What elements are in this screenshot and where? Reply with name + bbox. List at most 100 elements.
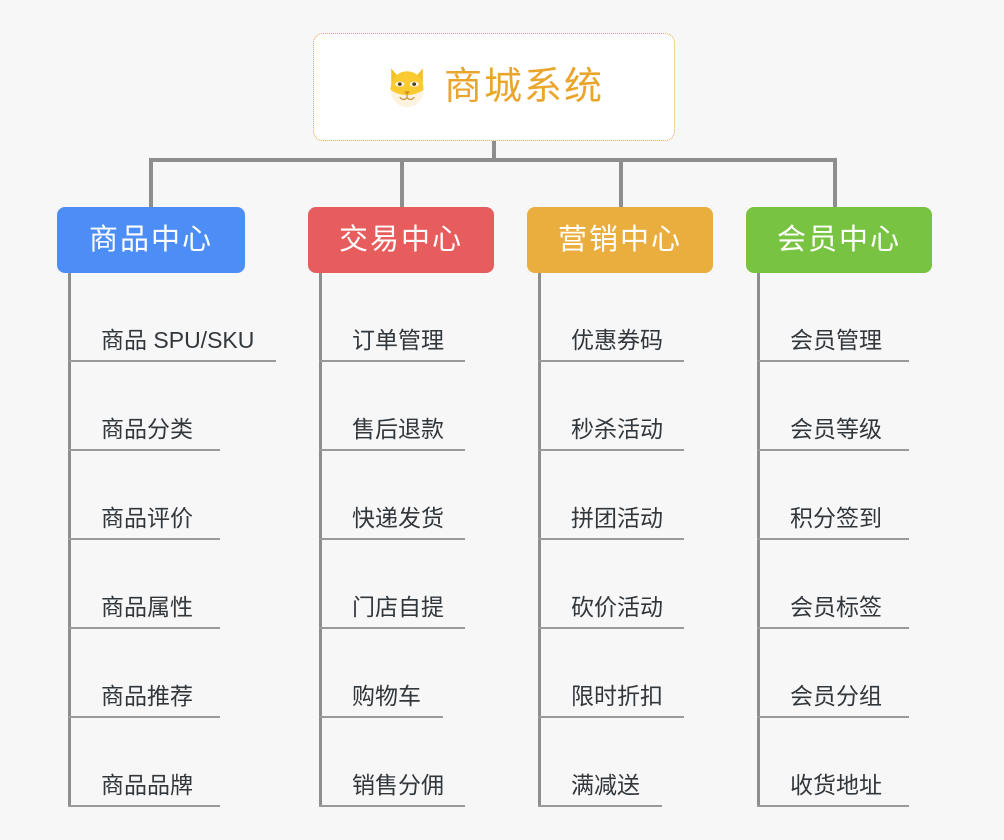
leaf-item[interactable]: 积分签到 [746,451,932,540]
category-box-0[interactable]: 商品中心 [57,207,245,273]
root-node[interactable]: 商城系统 [313,33,675,141]
column-0: 商品中心商品 SPU/SKU 商品分类商品评价商品属性商品推荐商品品牌 [57,207,276,807]
leaf-underline [68,805,220,807]
leaf-item[interactable]: 会员分组 [746,629,932,718]
leaf-list-2: 优惠券码秒杀活动拼团活动砍价活动限时折扣满减送 [527,273,713,807]
leaf-item[interactable]: 快递发货 [308,451,494,540]
category-label: 会员中心 [776,223,901,256]
leaf-item[interactable]: 拼团活动 [527,451,713,540]
leaf-item[interactable]: 会员等级 [746,362,932,451]
connector-drop-0 [149,158,153,208]
leaf-underline [319,627,465,629]
leaf-underline [757,627,909,629]
column-1: 交易中心订单管理售后退款快递发货门店自提购物车销售分佣 [308,207,494,807]
column-3: 会员中心会员管理会员等级积分签到会员标签会员分组收货地址 [746,207,932,807]
leaf-label: 订单管理 [352,327,444,353]
leaf-underline [538,805,662,807]
leaf-underline [68,449,220,451]
leaf-label: 优惠券码 [571,327,663,353]
leaf-item[interactable]: 会员管理 [746,273,932,362]
spine-0 [68,273,71,807]
leaf-item[interactable]: 售后退款 [308,362,494,451]
leaf-label: 销售分佣 [352,772,444,798]
category-label: 交易中心 [338,223,463,256]
leaf-label: 购物车 [352,683,421,709]
leaf-item[interactable]: 订单管理 [308,273,494,362]
leaf-label: 快递发货 [352,505,444,531]
category-box-3[interactable]: 会员中心 [746,207,932,273]
leaf-underline [319,449,465,451]
connector-drop-2 [619,158,623,208]
leaf-item[interactable]: 商品评价 [57,451,245,540]
leaf-item[interactable]: 优惠券码 [527,273,713,362]
column-2: 营销中心优惠券码秒杀活动拼团活动砍价活动限时折扣满减送 [527,207,713,807]
leaf-label: 商品属性 [101,594,193,620]
leaf-label: 商品推荐 [101,683,193,709]
category-box-2[interactable]: 营销中心 [527,207,713,273]
leaf-label: 会员管理 [790,327,882,353]
category-label: 营销中心 [557,223,682,256]
leaf-underline [319,716,443,718]
leaf-item[interactable]: 商品分类 [57,362,245,451]
leaf-label: 拼团活动 [571,505,663,531]
leaf-label: 门店自提 [352,594,444,620]
leaf-label: 收货地址 [790,772,882,798]
leaf-underline [68,716,220,718]
leaf-label: 商品分类 [101,416,193,442]
leaf-underline [757,716,909,718]
leaf-list-0: 商品 SPU/SKU 商品分类商品评价商品属性商品推荐商品品牌 [57,273,276,807]
spine-2 [538,273,541,807]
shiba-dog-icon [390,68,424,108]
leaf-label: 会员标签 [790,594,882,620]
leaf-label: 会员分组 [790,683,882,709]
root-title: 商城系统 [443,66,604,108]
leaf-label: 商品评价 [101,505,193,531]
leaf-label: 售后退款 [352,416,444,442]
leaf-item[interactable]: 门店自提 [308,540,494,629]
leaf-item[interactable]: 商品品牌 [57,718,245,807]
leaf-label: 限时折扣 [571,683,663,709]
leaf-underline [538,627,684,629]
leaf-item[interactable]: 满减送 [527,718,713,807]
connector-drop-3 [833,158,837,208]
leaf-label: 商品 SPU/SKU [101,327,255,353]
leaf-underline [538,449,684,451]
leaf-item[interactable]: 商品属性 [57,540,245,629]
leaf-underline [319,805,465,807]
leaf-label: 秒杀活动 [571,416,663,442]
leaf-item[interactable]: 商品 SPU/SKU [57,273,276,362]
leaf-label: 砍价活动 [571,594,663,620]
category-box-1[interactable]: 交易中心 [308,207,494,273]
connector-drop-1 [400,158,404,208]
leaf-item[interactable]: 销售分佣 [308,718,494,807]
leaf-label: 会员等级 [790,416,882,442]
leaf-underline [757,449,909,451]
leaf-underline [757,360,909,362]
connector-bus-bar [149,158,835,162]
leaf-label: 满减送 [571,772,640,798]
leaf-underline [319,538,465,540]
leaf-item[interactable]: 购物车 [308,629,494,718]
leaf-label: 积分签到 [790,505,882,531]
leaf-item[interactable]: 秒杀活动 [527,362,713,451]
leaf-underline [538,538,684,540]
leaf-underline [68,360,276,362]
leaf-underline [68,538,220,540]
leaf-underline [757,538,909,540]
spine-3 [757,273,760,807]
leaf-underline [319,360,465,362]
leaf-item[interactable]: 收货地址 [746,718,932,807]
leaf-underline [757,805,909,807]
leaf-item[interactable]: 限时折扣 [527,629,713,718]
leaf-label: 商品品牌 [101,772,193,798]
connector-root-stem [492,141,496,162]
spine-1 [319,273,322,807]
leaf-underline [68,627,220,629]
leaf-underline [538,716,684,718]
category-label: 商品中心 [88,223,213,256]
leaf-item[interactable]: 砍价活动 [527,540,713,629]
leaf-item[interactable]: 会员标签 [746,540,932,629]
leaf-list-1: 订单管理售后退款快递发货门店自提购物车销售分佣 [308,273,494,807]
leaf-item[interactable]: 商品推荐 [57,629,245,718]
